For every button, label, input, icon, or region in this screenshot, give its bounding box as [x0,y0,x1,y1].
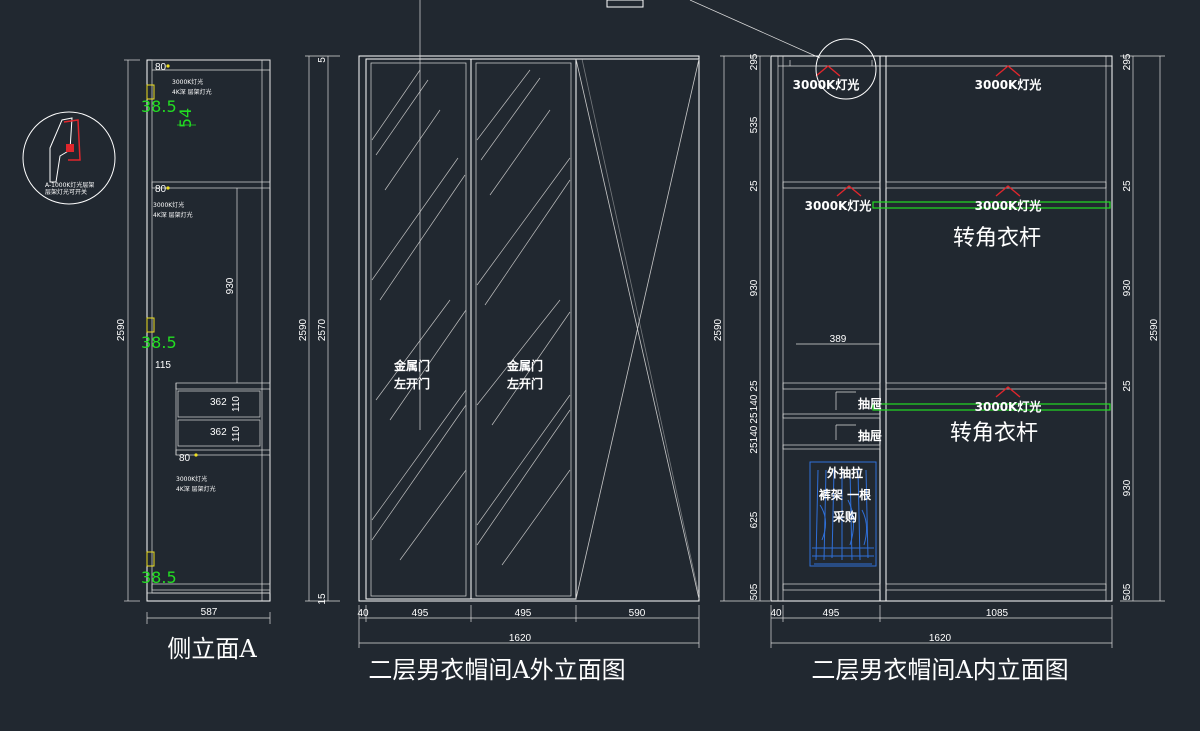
side-note1-line2: 4K深 层架灯光 [172,88,212,96]
right-dims-4: 930 [1122,479,1133,496]
inner-light-label-3: 3000K灯光 [805,198,872,213]
inner-light-label-2: 3000K灯光 [975,77,1042,92]
outer-dim-590: 590 [629,608,646,619]
outer-dim-495b: 495 [515,608,532,619]
detail-note-line2: 层架灯光可开关 [45,188,87,196]
side-dim-362b: 362 [210,427,227,438]
left-dims-1: 535 [749,116,760,133]
corner-rod-lower [872,403,1111,411]
inner-dim-1085: 1085 [986,608,1009,619]
outer-bottom-dim: 15 [317,593,328,605]
right-dims-1: 25 [1122,180,1133,192]
side-dim-930: 930 [225,277,236,294]
side-note3-line1: 3000K灯光 [176,475,207,483]
outer-top-dim: 5 [317,57,328,63]
right-dims-2: 930 [1122,279,1133,296]
outer-elevation-title: 二层男衣帽间A外立面图 [368,656,625,684]
left-dims-8: 25 [749,442,760,454]
side-dim-80c: 80 [179,453,191,464]
left-dims-2: 25 [749,180,760,192]
inner-light-label-1: 3000K灯光 [793,77,860,92]
detail-callout: A-1000K灯光层架 层架灯光可开关 [22,111,116,205]
side-dim-115: 115 [155,360,171,371]
side-green-dim-b: 54 [176,108,195,128]
side-note2-line2: 4K深 层架灯光 [153,211,193,219]
inner-elevation: 3000K灯光 3000K灯光 3000K灯光 3000K灯光 3000K灯光 … [713,38,1165,684]
detail-note-line1: A-1000K灯光层架 [45,181,94,189]
outer-dim-40: 40 [357,608,369,619]
inner-dim-40: 40 [770,608,782,619]
door2-label-line1: 金属门 [506,358,543,373]
door1-label-line2: 左开门 [393,376,430,391]
outer-dim-total: 1620 [509,633,532,644]
glass-hatch-door2 [476,69,571,566]
inner-total-height-left: 2590 [713,318,724,341]
side-note3-line2: 4K深 层架灯光 [176,485,216,493]
corner-rod-upper [872,201,1111,209]
left-dims-3: 930 [749,279,760,296]
inner-light-label-4: 3000K灯光 [975,198,1042,213]
side-dim-80a: 80 [155,62,167,73]
side-green-dim-c: 38.5 [141,333,177,352]
right-dims-0: 295 [1122,53,1133,70]
pullout-label-line2: 裤架 一根 [819,487,871,502]
corner-rod-label-2: 转角衣杆 [950,421,1038,446]
inner-total-height-right: 2590 [1149,318,1160,341]
pullout-label-line1: 外抽拉 [827,465,863,480]
left-dims-5: 140 [749,394,760,411]
left-dims-7: 140 [749,425,760,442]
outer-elevation: 金属门 左开门 金属门 左开门 2590 2570 5 15 40 495 49… [298,0,821,684]
side-dim-110a: 110 [231,396,242,412]
right-dims-5: 505 [1122,583,1133,600]
inner-light-label-5: 3000K灯光 [975,399,1042,414]
left-dims-6: 25 [749,412,760,424]
outer-height-dim-1: 2590 [298,318,309,341]
detail-profile-icon [49,117,81,183]
left-dims-4: 25 [749,380,760,392]
drawer-label-2: 抽屉 [858,428,882,443]
detail-callout-circle [815,38,877,100]
drawer-label-1: 抽屉 [858,396,882,411]
hanger-icons [815,65,1021,398]
outer-height-dim-2: 2570 [317,318,328,341]
door2-label-line2: 左开门 [506,376,543,391]
side-elevation-title: 侧立面A [167,635,257,663]
side-green-dim-a: 38.5 [141,97,177,116]
pullout-label-line3: 采购 [832,509,857,524]
right-dims-3: 25 [1122,380,1133,392]
outer-dim-495a: 495 [412,608,429,619]
left-dims-9: 625 [749,511,760,528]
side-dim-110b: 110 [231,426,242,442]
inner-dim-total: 1620 [929,633,952,644]
left-dims-0: 295 [749,53,760,70]
left-dims-10: 505 [749,583,760,600]
inner-dim-495: 495 [823,608,840,619]
side-width-dim: 587 [201,607,218,618]
corner-rod-label-1: 转角衣杆 [953,226,1041,251]
side-note1-line1: 3000K灯光 [172,78,203,86]
side-dim-80b: 80 [155,184,167,195]
inner-elevation-title: 二层男衣帽间A内立面图 [811,656,1068,684]
side-note2-line1: 3000K灯光 [153,201,184,209]
side-elevation-a: 2590 930 115 362 362 110 110 80 80 80 38… [116,59,271,663]
side-dim-362a: 362 [210,397,227,408]
glass-hatch-door1 [371,69,467,561]
trouser-rack-sketch [809,461,877,567]
inner-dim-389: 389 [830,334,847,345]
door1-label-line1: 金属门 [393,358,430,373]
inner-right-dims: 295 25 930 25 930 505 [1122,53,1133,600]
side-height-dim: 2590 [116,318,127,341]
side-green-dim-d: 38.5 [141,568,177,587]
